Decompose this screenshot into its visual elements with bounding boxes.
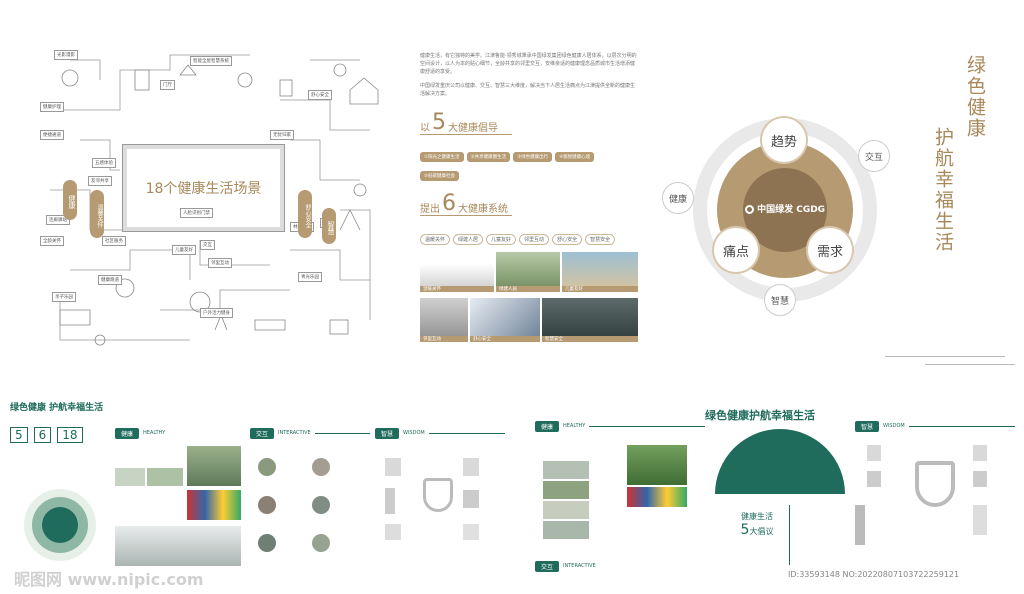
photo-label-4: 舒心安全 <box>470 336 540 342</box>
photo-green <box>496 252 560 292</box>
inner-node-trend: 趋势 <box>762 118 806 162</box>
system-tag: 邻里互动 <box>519 234 550 245</box>
watermark-right: ID:33593148 NO:20220807103722259121 <box>788 570 960 579</box>
outer-node-wisdom: 智慧 <box>764 284 796 316</box>
system-tag: 舒心安全 <box>552 234 583 245</box>
node-wisdom: 智慧 <box>322 208 336 244</box>
outer-node-interact: 交互 <box>858 140 890 172</box>
bl-title: 绿色健康 护航幸福生活 <box>10 403 104 413</box>
map-node: 友邻共享 <box>88 176 112 186</box>
map-node: 青光乐园 <box>298 272 322 282</box>
scene-map-panel: 18个健康生活场景 光影漫影智能全屋智慧系统健康护理便捷通道五感体验友邻共享连廊… <box>40 40 380 350</box>
node-safe: 舒心安全 <box>298 190 312 238</box>
map-node: 门厅 <box>160 80 175 90</box>
map-node: 社区服务 <box>102 236 126 246</box>
photo-neighbor <box>420 298 468 342</box>
br-dome: 健康生活 5大倡议 <box>715 429 845 565</box>
vertical-title-col1: 绿色健康 <box>964 55 986 139</box>
advocate-chip: ③绿色健康出行 <box>513 152 553 162</box>
photo-smart <box>542 298 638 342</box>
system-list: 温暖关怀绿建人居儿童友好邻里互动舒心安全智慧安全 <box>420 226 638 245</box>
vertical-title-col2: 护航幸福生活 <box>932 127 954 253</box>
map-node: 户外活力健身 <box>200 308 233 318</box>
watermark-left: 昵图网 www.nipic.com <box>14 570 204 589</box>
br-title: 绿色健康护航幸福生活 <box>705 409 815 422</box>
photo-label-1: 绿建人居 <box>496 286 560 292</box>
center-scene-box: 18个健康生活场景 <box>122 144 285 232</box>
inner-node-pain: 痛点 <box>714 228 758 272</box>
deco-lines-right <box>885 352 1015 368</box>
map-node: 五感体验 <box>92 158 116 168</box>
map-node: 人脸识别门禁 <box>180 208 213 218</box>
node-health: 健康 <box>63 180 77 220</box>
brand-logo-icon <box>744 205 754 214</box>
map-node: 便捷通道 <box>40 130 64 140</box>
photo-kids <box>562 252 638 292</box>
map-node: 光影漫影 <box>54 50 78 60</box>
photo-safe <box>470 298 540 342</box>
map-node: 健康护理 <box>40 102 64 112</box>
intro-paragraph-2: 中国绿发重庆公司以健康、交互、智慧三大维度，解决当下人居生活痛点为江津提供全新的… <box>420 83 636 97</box>
photo-label-0: 温暖关怀 <box>420 286 494 292</box>
ring-diagram: 中国绿发 CGDG 趋势 痛点 需求 交互 健康 智慧 <box>662 110 900 316</box>
inner-node-demand: 需求 <box>808 228 852 272</box>
map-node: 交互 <box>200 240 215 250</box>
map-node: 无忧归家 <box>270 130 294 140</box>
system-tag: 智慧安全 <box>585 234 616 245</box>
advocate-chip: ②共享健康圈生活 <box>466 152 511 162</box>
photo-grid: 温暖关怀 绿建人居 儿童友好 邻里互动 舒心安全 智慧安全 <box>420 252 638 346</box>
system-tag: 温暖关怀 <box>420 234 451 245</box>
br-shield-icon <box>915 461 955 507</box>
photo-warm <box>420 252 494 292</box>
advocate-chip: ④愉悦健康心境 <box>555 152 595 162</box>
advocate-heading: 以 5 大健康倡导 <box>420 112 512 135</box>
vertical-title: 护航幸福生活 绿色健康 <box>930 55 1000 295</box>
map-node: 连廊驿站 <box>46 215 70 225</box>
map-node: 儿童友好 <box>172 245 196 255</box>
map-node: 邻里互动 <box>208 258 232 268</box>
photo-label-3: 邻里互动 <box>420 336 468 342</box>
map-node: 智能全屋智慧系统 <box>190 56 232 66</box>
node-warm: 温馨关怀 <box>90 190 104 238</box>
system-tag: 绿建人居 <box>453 234 484 245</box>
brand-center: 中国绿发 CGDG <box>725 202 845 215</box>
system-tag: 儿童友好 <box>486 234 517 245</box>
bl-stats: 5 6 18 <box>10 427 510 443</box>
photo-label-2: 儿童友好 <box>562 286 638 292</box>
system-heading: 提出 6 大健康系统 <box>420 193 512 216</box>
advocate-chip: ⑤低碳健康社会 <box>420 171 460 181</box>
bl-shield-icon <box>423 478 453 512</box>
map-node: 全龄关怀 <box>40 236 64 246</box>
map-node: 健康跑道 <box>98 275 122 285</box>
bl-ring <box>24 489 96 561</box>
center-scene-label: 18个健康生活场景 <box>145 181 262 197</box>
map-node: 亲子乐园 <box>52 292 76 302</box>
intro-paragraph-1: 健康生活，有它独特的美学。江津鲁能·领秀城秉承中国绿发集团绿色健康人居体系，以层… <box>420 53 637 75</box>
advocate-chip: ①阳光之健康生活 <box>420 152 464 162</box>
photo-label-5: 智慧安全 <box>542 336 638 342</box>
map-node: 舒心安全 <box>308 90 332 100</box>
outer-node-health: 健康 <box>662 182 694 214</box>
